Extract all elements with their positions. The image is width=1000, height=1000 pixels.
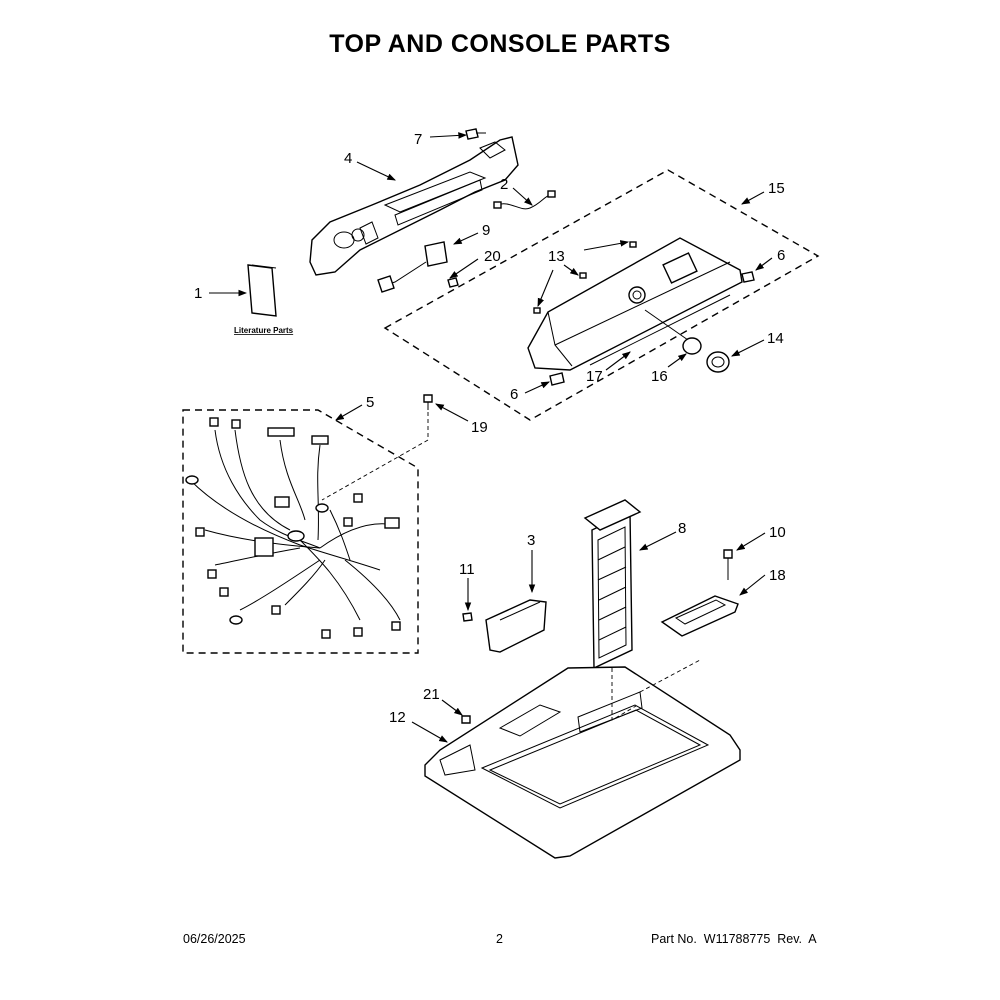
callout-14: 14	[767, 330, 784, 347]
screw-7	[465, 128, 486, 140]
footer-page-number: 2	[496, 932, 503, 946]
callout-1: 1	[194, 285, 202, 302]
callout-5: 5	[366, 394, 374, 411]
callout-3: 3	[527, 532, 535, 549]
screw-6-right	[741, 271, 755, 283]
lint-filter-8	[583, 499, 642, 670]
screw-21	[461, 715, 471, 724]
callout-15: 15	[768, 180, 785, 197]
encoder-16	[644, 309, 702, 355]
screw-10	[723, 549, 733, 580]
callout-6-left: 6	[510, 386, 518, 403]
callout-8: 8	[678, 520, 686, 537]
callout-19: 19	[471, 419, 488, 436]
console-trim-17	[589, 294, 731, 366]
wire-harness-box	[182, 409, 419, 654]
callout-13: 13	[548, 248, 565, 265]
callout-20: 20	[484, 248, 501, 265]
literature-label: Literature Parts	[234, 326, 294, 335]
callout-11: 11	[459, 561, 475, 578]
literature-booklet: Literature Parts	[234, 264, 294, 335]
callout-9: 9	[482, 222, 490, 239]
console-panel	[527, 237, 743, 371]
console-assembly-box	[383, 169, 820, 421]
callout-4: 4	[344, 150, 352, 167]
callout-12: 12	[389, 709, 406, 726]
callout-6-right: 6	[777, 247, 785, 264]
footer-part-number: Part No. W11788775 Rev. A	[651, 932, 817, 946]
console-back-panel	[309, 136, 519, 276]
callout-18: 18	[769, 567, 786, 584]
callout-10: 10	[769, 524, 786, 541]
sensor-harness-9	[377, 241, 448, 293]
screw-6-left	[549, 372, 565, 386]
wire-harness-2	[493, 190, 556, 210]
knob-14	[706, 351, 730, 373]
screw-19	[321, 394, 433, 501]
main-wire-harness-5	[185, 417, 401, 639]
footer-date: 06/26/2025	[183, 932, 246, 946]
lint-housing-18	[660, 595, 739, 637]
screw-20	[447, 277, 459, 288]
bracket-3	[485, 599, 547, 653]
callout-7: 7	[414, 131, 422, 148]
page-title: TOP AND CONSOLE PARTS	[329, 30, 671, 58]
callout-17: 17	[586, 368, 603, 385]
callout-2: 2	[500, 176, 508, 193]
clips-13	[533, 241, 637, 314]
top-panel-12	[424, 659, 741, 859]
callout-21: 21	[423, 686, 440, 703]
screw-11	[462, 612, 473, 622]
callout-16: 16	[651, 368, 668, 385]
